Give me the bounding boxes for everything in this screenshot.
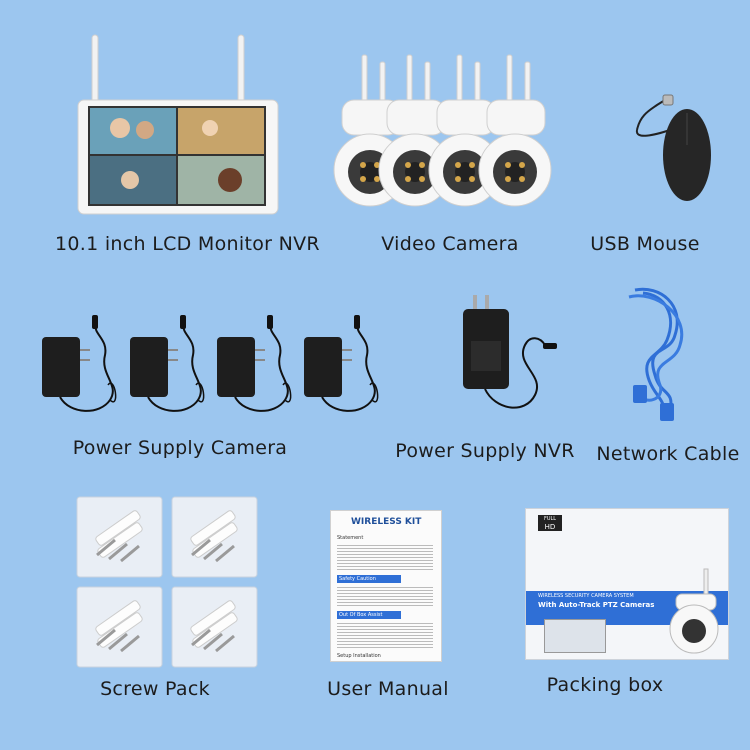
badge-line1: FULL <box>543 516 557 522</box>
screw-pack-image <box>75 495 260 670</box>
network-cable-image <box>615 285 705 430</box>
video-camera-icon <box>333 54 552 207</box>
power-supply-nvr-label: Power Supply NVR <box>395 440 575 462</box>
manual-text-lines-3 <box>337 621 433 649</box>
manual-section-setup: Setup Installation <box>337 653 381 659</box>
monitor-nvr-icon <box>77 34 279 215</box>
manual-section-safety: Safety Caution <box>337 575 401 583</box>
video-camera-image <box>330 50 570 210</box>
packing-box-label: Packing box <box>546 674 664 696</box>
packing-box-image: FULL HD WIRELESS SECURITY CAMERA SYSTEM … <box>525 508 729 660</box>
mouse-icon <box>635 94 711 201</box>
manual-text-lines-2 <box>337 585 433 607</box>
usb-mouse-label: USB Mouse <box>590 233 700 255</box>
box-headline: With Auto-Track PTZ Cameras <box>538 601 655 609</box>
manual-section-outofbox: Out Of Box Assist <box>337 611 401 619</box>
screw-pack-label: Screw Pack <box>100 678 210 700</box>
screw-pack-icon <box>75 495 259 669</box>
network-cable-label: Network Cable <box>596 443 740 465</box>
power-supply-nvr-image <box>455 295 565 425</box>
monitor-nvr-label: 10.1 inch LCD Monitor NVR <box>55 233 320 255</box>
nvr-adapter-icon <box>463 295 557 409</box>
power-supply-camera-label: Power Supply Camera <box>72 437 288 459</box>
monitor-nvr-image <box>70 30 285 220</box>
user-manual-label: User Manual <box>327 678 449 700</box>
user-manual-image: WIRELESS KIT Statement Safety Caution Ou… <box>330 510 442 662</box>
manual-section-statement: Statement <box>337 535 364 541</box>
network-cable-icon <box>628 287 684 421</box>
fullhd-badge: FULL HD <box>538 515 562 531</box>
power-supply-camera-image <box>40 314 390 420</box>
badge-line2: HD <box>544 523 556 531</box>
box-camera-icon <box>669 568 719 654</box>
manual-text-lines <box>337 543 433 571</box>
video-camera-label: Video Camera <box>381 233 519 255</box>
usb-mouse-image <box>625 94 725 210</box>
box-phone <box>544 619 606 653</box>
manual-title: WIRELESS KIT <box>351 517 422 527</box>
box-subtitle: WIRELESS SECURITY CAMERA SYSTEM <box>538 593 634 599</box>
adapter-group-icon <box>42 314 379 412</box>
